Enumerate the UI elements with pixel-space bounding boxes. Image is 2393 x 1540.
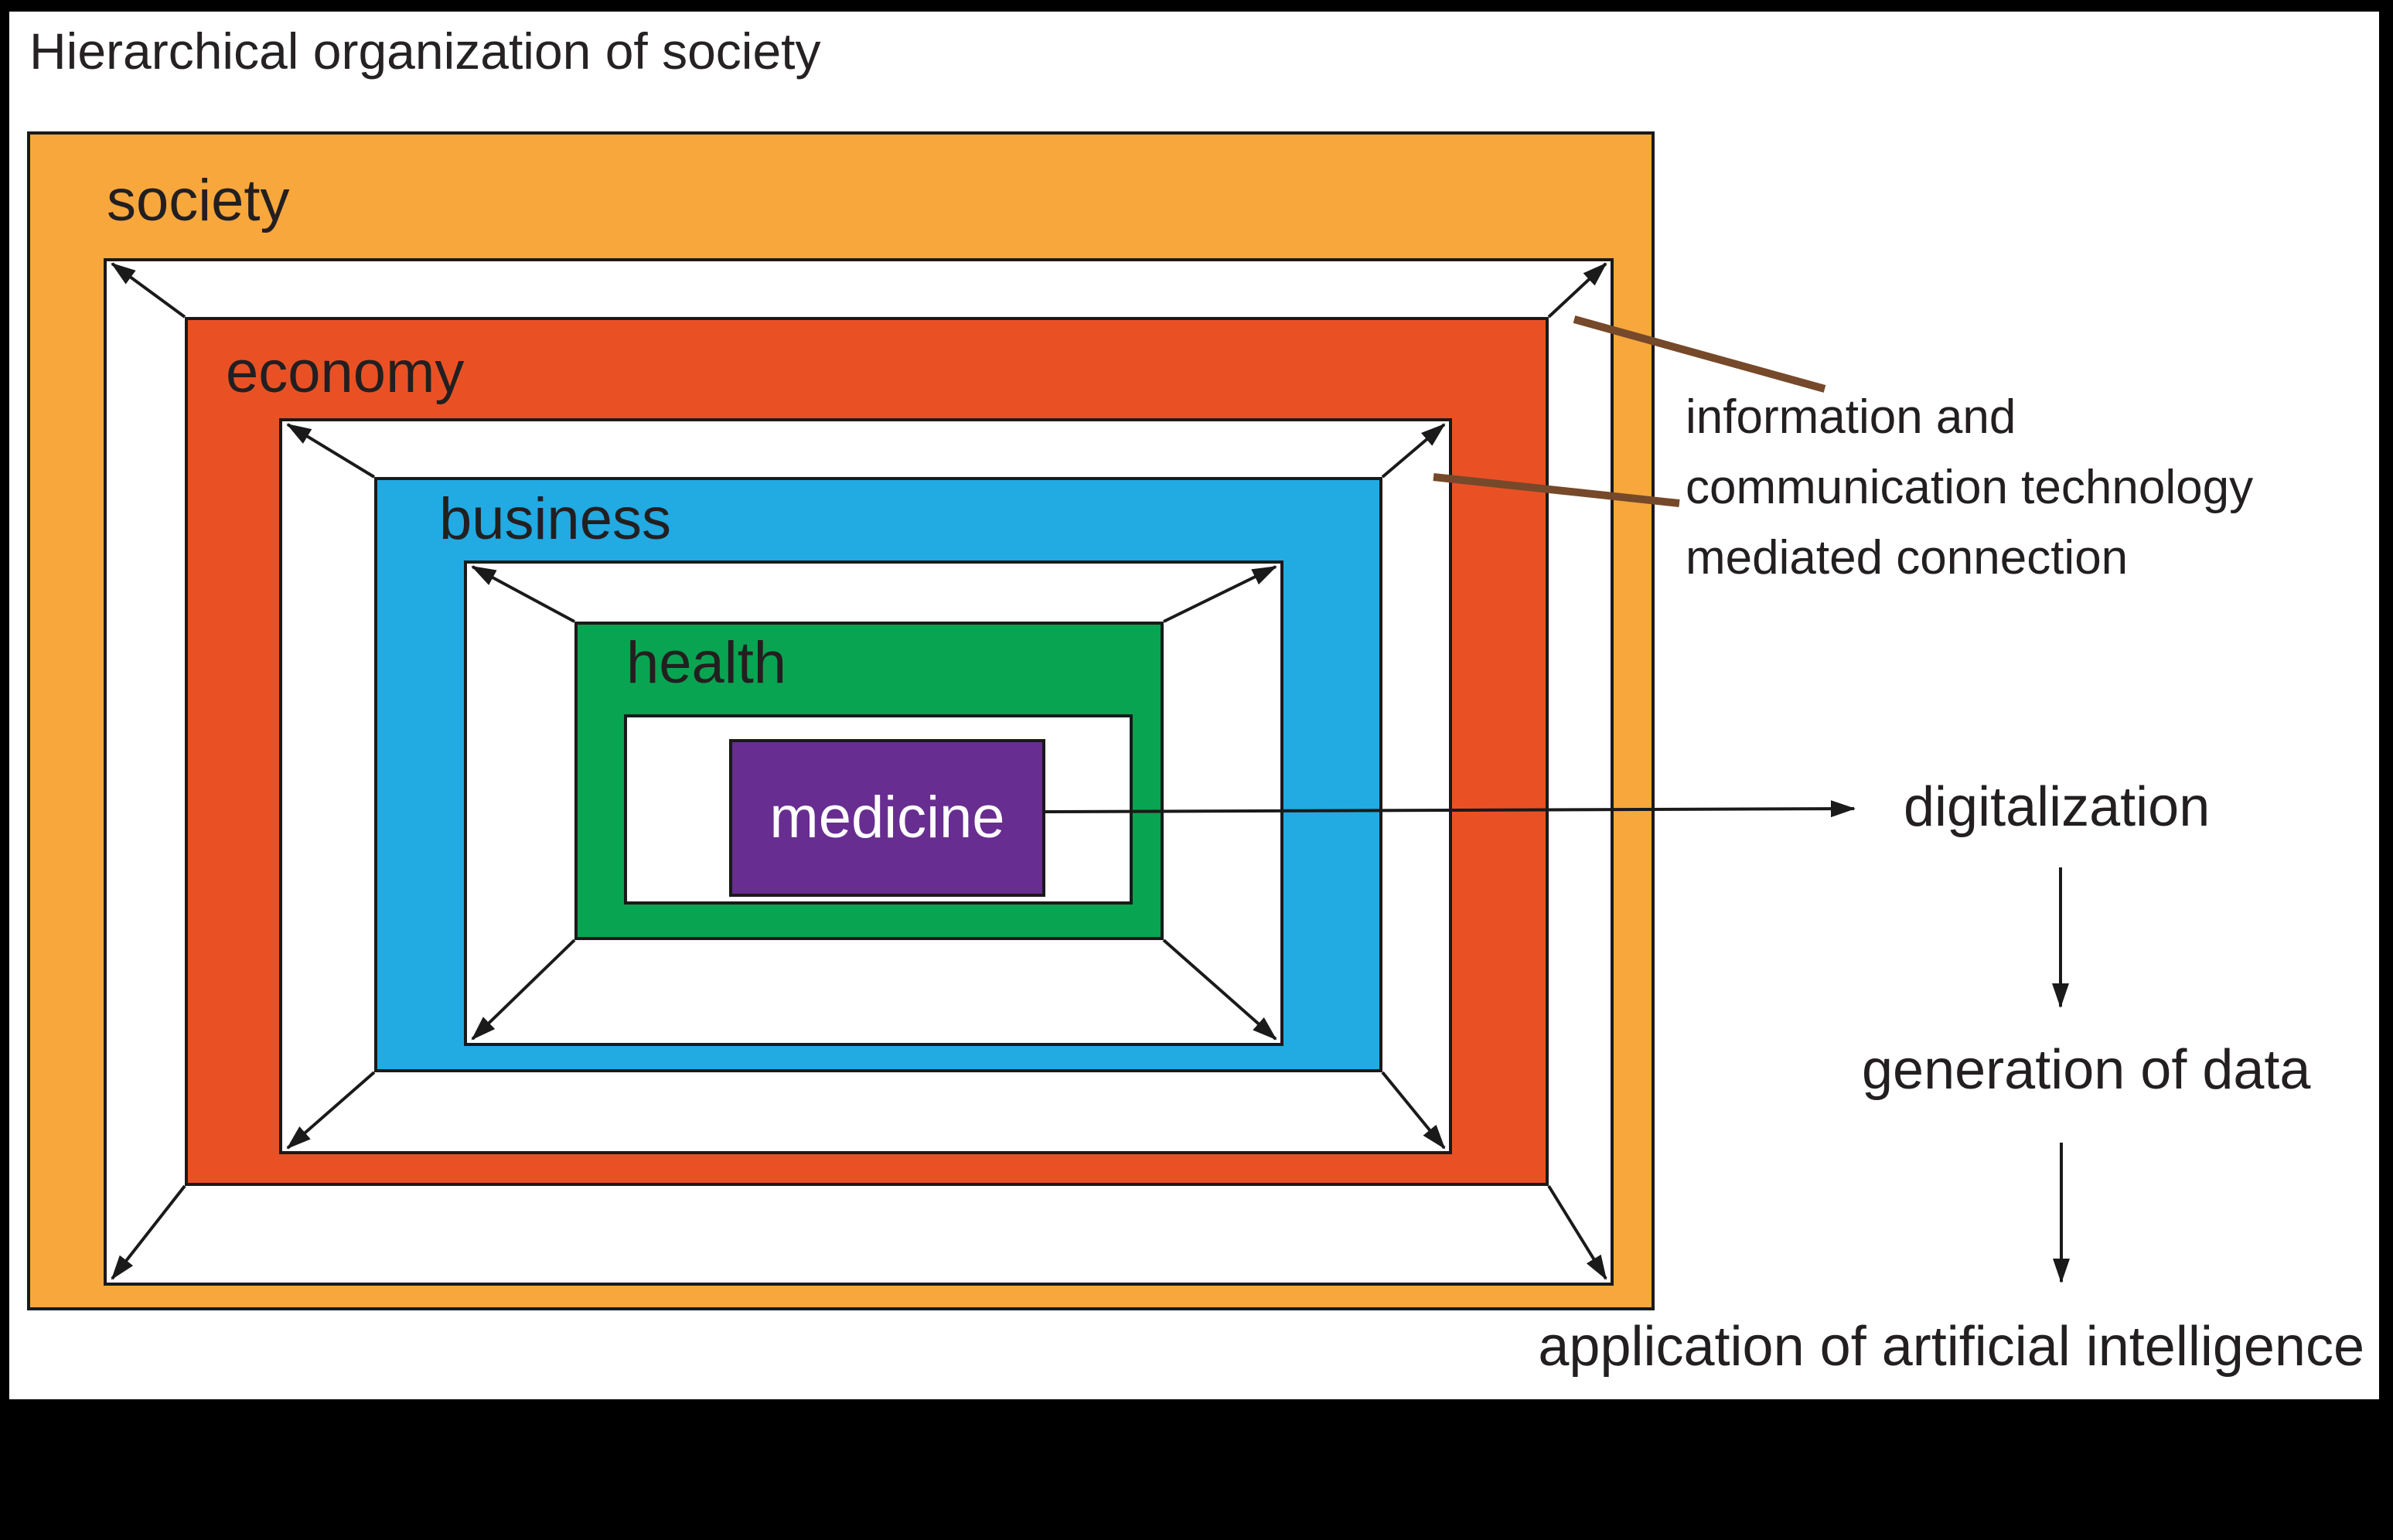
ring-label-economy: economy — [226, 339, 465, 405]
ict-annotation-line2: communication technology — [1686, 461, 2254, 515]
ict-annotation-line1: information and — [1686, 390, 2016, 444]
ring-label-medicine: medicine — [769, 785, 1005, 850]
ict-annotation: information and communication technology… — [1686, 382, 2253, 593]
flow-label-application-of-ai: application of artificial intelligence — [1538, 1316, 2364, 1378]
flow-label-digitalization: digitalization — [1904, 776, 2211, 838]
nested-box-medicine: medicine — [729, 739, 1045, 897]
ring-label-health: health — [626, 630, 787, 696]
figure-title: Hierarchical organization of society — [29, 22, 821, 80]
ring-label-business: business — [439, 486, 671, 552]
ict-annotation-line3: mediated connection — [1686, 531, 2129, 585]
ring-label-society: society — [107, 168, 290, 233]
flow-label-generation-of-data: generation of data — [1862, 1039, 2311, 1101]
